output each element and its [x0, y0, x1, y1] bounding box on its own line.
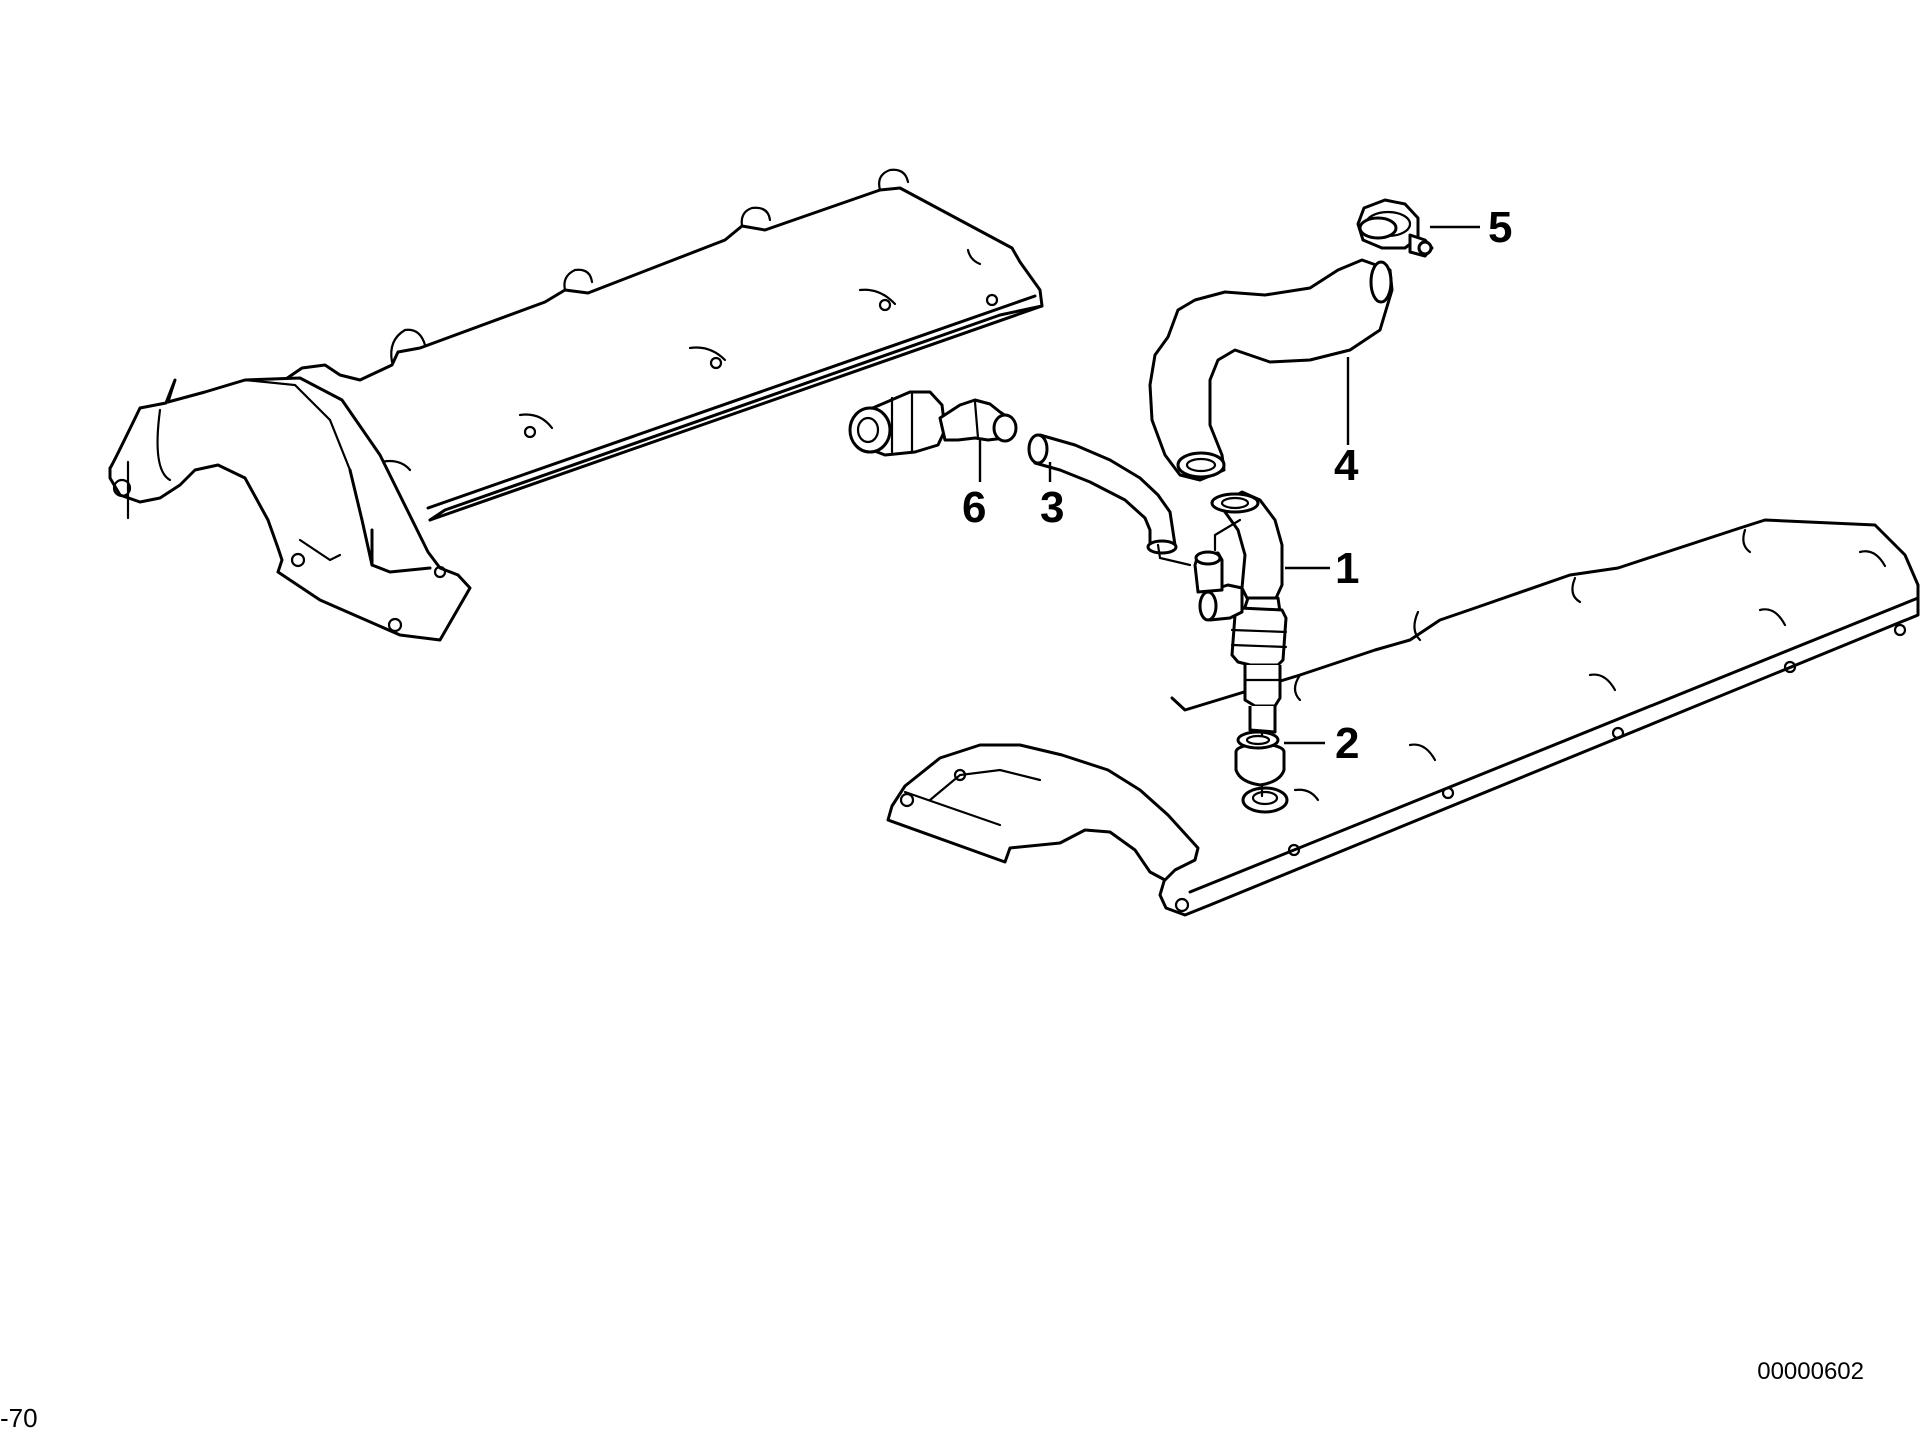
left-valve-cover	[108, 168, 1044, 642]
page-number-fragment: -70	[0, 1403, 38, 1433]
part-3-small-hose	[1027, 433, 1178, 555]
part-1-vent-pipe	[1156, 490, 1288, 734]
callout-leaders	[978, 225, 1480, 745]
callout-3: 3	[1040, 483, 1064, 532]
callout-numbers: 1 2 3 4 5 6	[962, 203, 1512, 768]
diagram-code: 00000602	[1757, 1358, 1864, 1385]
right-valve-cover	[886, 518, 1920, 917]
part-5-hose-clamp	[1356, 198, 1434, 258]
part-6-elbow-valve	[848, 390, 1018, 457]
callout-2: 2	[1335, 719, 1359, 768]
callout-5: 5	[1488, 203, 1512, 252]
part-2-grommet	[1234, 730, 1286, 787]
callout-4: 4	[1334, 441, 1359, 490]
callout-1: 1	[1335, 544, 1359, 593]
part-4-large-hose	[1148, 258, 1394, 482]
callout-6: 6	[962, 483, 986, 532]
